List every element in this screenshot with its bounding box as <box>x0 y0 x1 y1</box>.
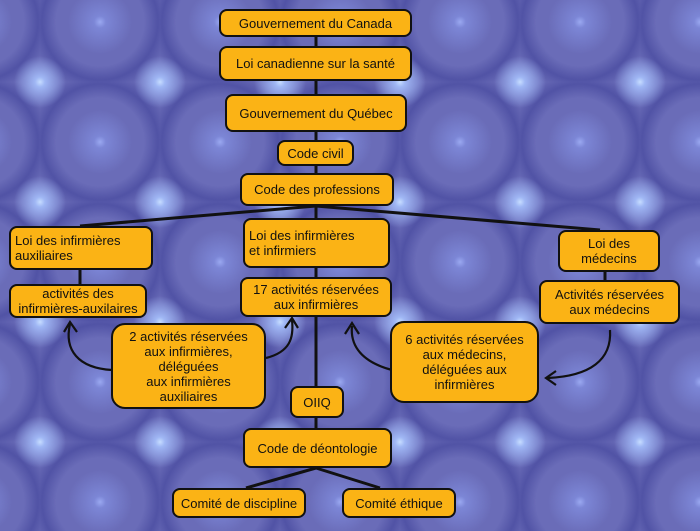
node-loi-medecins: Loi des médecins <box>558 230 660 272</box>
arrowhead-17 <box>284 315 299 329</box>
node-code-professions: Code des professions <box>240 173 394 206</box>
to-ethique <box>315 466 381 490</box>
node-6-activites: 6 activités réservées aux médecins, délé… <box>390 321 539 403</box>
curved-arrows <box>63 315 612 386</box>
node-oiiq: OIIQ <box>290 386 344 418</box>
arrow-2-to-17 <box>265 319 294 360</box>
node-gouvernement-quebec: Gouvernement du Québec <box>225 94 407 132</box>
node-17-activites: 17 activités réservées aux infirmières <box>240 277 392 317</box>
node-gouvernement-canada: Gouvernement du Canada <box>219 9 412 37</box>
branch-line-right <box>315 204 601 232</box>
node-comite-discipline: Comité de discipline <box>172 488 306 518</box>
node-2-activites: 2 activités réservées aux infirmières, d… <box>111 323 266 409</box>
node-activites-medecins: Activités réservées aux médecins <box>539 280 680 324</box>
node-comite-ethique: Comité éthique <box>342 488 456 518</box>
node-loi-infirmieres-auxiliaires: Loi des infirmières auxiliaires <box>9 226 153 270</box>
arrowhead-17b <box>344 320 360 335</box>
arrowhead-aux <box>63 319 78 333</box>
arrow-med-to-6 <box>547 329 612 380</box>
arrowhead-6 <box>544 370 557 386</box>
to-discipline <box>245 466 317 490</box>
node-loi-infirmieres-infirmiers: Loi des infirmières et infirmiers <box>243 218 390 268</box>
arrow-2-to-aux <box>67 323 113 372</box>
node-code-civil: Code civil <box>277 140 354 166</box>
node-activites-infirmieres-auxiliaires: activités des infirmières-auxilaires <box>9 284 147 318</box>
branch-line-left <box>79 204 317 228</box>
node-loi-canadienne-sante: Loi canadienne sur la santé <box>219 46 412 81</box>
arrow-6-to-17 <box>350 325 393 372</box>
node-code-deontologie: Code de déontologie <box>243 428 392 468</box>
